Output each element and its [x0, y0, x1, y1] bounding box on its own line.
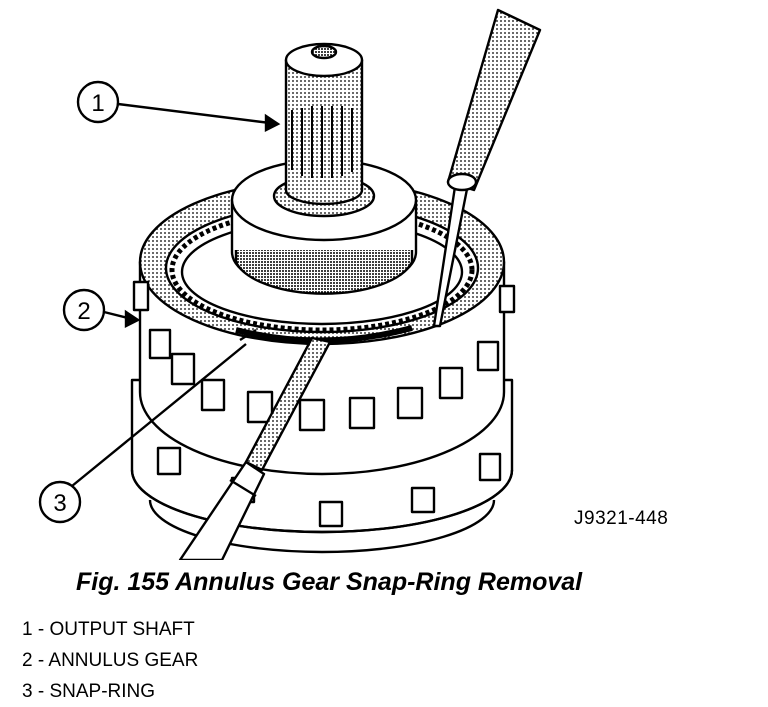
- legend-list: 1 - OUTPUT SHAFT 2 - ANNULUS GEAR 3 - SN…: [22, 614, 198, 707]
- legend-item: 1 - OUTPUT SHAFT: [22, 619, 195, 640]
- callout-1: [76, 80, 281, 132]
- legend-item: 2 - ANNULUS GEAR: [22, 650, 199, 671]
- callout-3-label: 3: [53, 490, 66, 517]
- callout-2: [62, 288, 141, 332]
- annulus-gear-illustration: 1 2 3: [38, 8, 542, 560]
- figure-caption: Fig. 155 Annulus Gear Snap-Ring Removal: [76, 568, 583, 596]
- callout-2-label: 2: [77, 298, 90, 325]
- screwdriver-left-handle: [178, 460, 266, 560]
- callout-1-label: 1: [91, 90, 104, 117]
- screwdriver-left-blade: [244, 336, 332, 472]
- output-shaft: [284, 58, 364, 206]
- screwdriver-right-handle: [446, 8, 542, 192]
- lower-lugs: [156, 446, 502, 528]
- legend-item: 3 - SNAP-RING: [22, 681, 156, 702]
- upper-lugs: [132, 280, 516, 432]
- callout-3: [38, 343, 247, 524]
- figure-code: J9321-448: [574, 508, 669, 529]
- shaft-splines: [291, 106, 353, 178]
- internal-teeth: [169, 207, 475, 333]
